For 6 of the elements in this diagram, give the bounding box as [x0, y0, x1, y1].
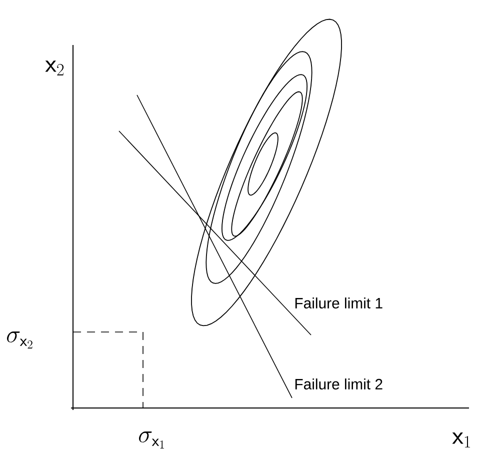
axis-label: $\mathsf{x}_{1}$: [452, 432, 470, 448]
axis-label: $\sigma_{\mathsf{x}_{2}}$: [7, 332, 32, 348]
line-label: Failure limit 2: [295, 378, 382, 390]
axis-label: $\mathsf{x}_{2}$: [45, 60, 64, 76]
line-label: Failure limit 1: [295, 298, 382, 308]
axis-label: $\sigma_{\mathsf{x}_{1}}$: [139, 432, 164, 448]
